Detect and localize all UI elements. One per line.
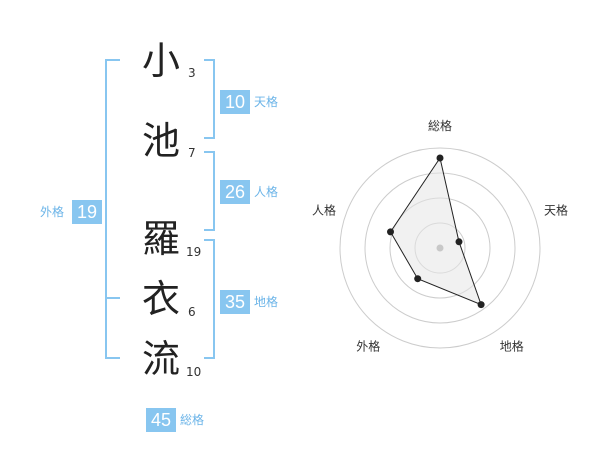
radar-point-4 — [414, 275, 422, 283]
radar-axis-label-2: 天格 — [544, 202, 568, 217]
stroke-count-4: 6 — [188, 305, 196, 319]
name-char-3: 羅 — [141, 217, 180, 261]
name-char-5: 流 — [141, 337, 180, 381]
stroke-count-3: 19 — [186, 245, 202, 259]
radar-center — [436, 244, 444, 252]
name-char-4: 衣 — [141, 277, 180, 321]
radar-axis-label-3: 地格 — [500, 339, 524, 354]
jinkaku-bracket — [204, 151, 215, 231]
name-char-1: 小 — [141, 39, 180, 83]
radar-point-2 — [455, 238, 463, 246]
tenkaku-label: 天格 — [254, 95, 279, 109]
chikaku-bracket — [204, 239, 215, 359]
radar-point-3 — [477, 301, 485, 309]
stroke-count-2: 7 — [188, 146, 196, 160]
tenkaku-bracket — [204, 59, 215, 139]
stroke-count-5: 10 — [186, 365, 202, 379]
radar-axis-label-5: 人格 — [312, 202, 336, 217]
gaikaku-label: 外格 — [40, 205, 65, 219]
radar-ring-4 — [339, 147, 541, 349]
radar-point-1 — [436, 154, 444, 162]
chikaku-score: 35 — [220, 290, 250, 314]
stroke-count-1: 3 — [188, 66, 196, 80]
gaikaku-score: 19 — [72, 200, 102, 224]
name-char-2: 池 — [141, 119, 180, 163]
radar-point-5 — [387, 228, 394, 236]
jinkaku-score: 26 — [220, 180, 250, 204]
radar-axis-label-1: 総格 — [428, 118, 452, 133]
outer-bracket — [105, 59, 120, 359]
soukaku-score: 45 — [146, 408, 176, 432]
radar-axis-label-4: 外格 — [356, 339, 380, 354]
soukaku-label: 総格 — [180, 413, 205, 427]
tenkaku-score: 10 — [220, 90, 250, 114]
jinkaku-label: 人格 — [254, 185, 279, 199]
chikaku-label: 地格 — [254, 295, 279, 309]
radar-polygon — [389, 156, 482, 306]
